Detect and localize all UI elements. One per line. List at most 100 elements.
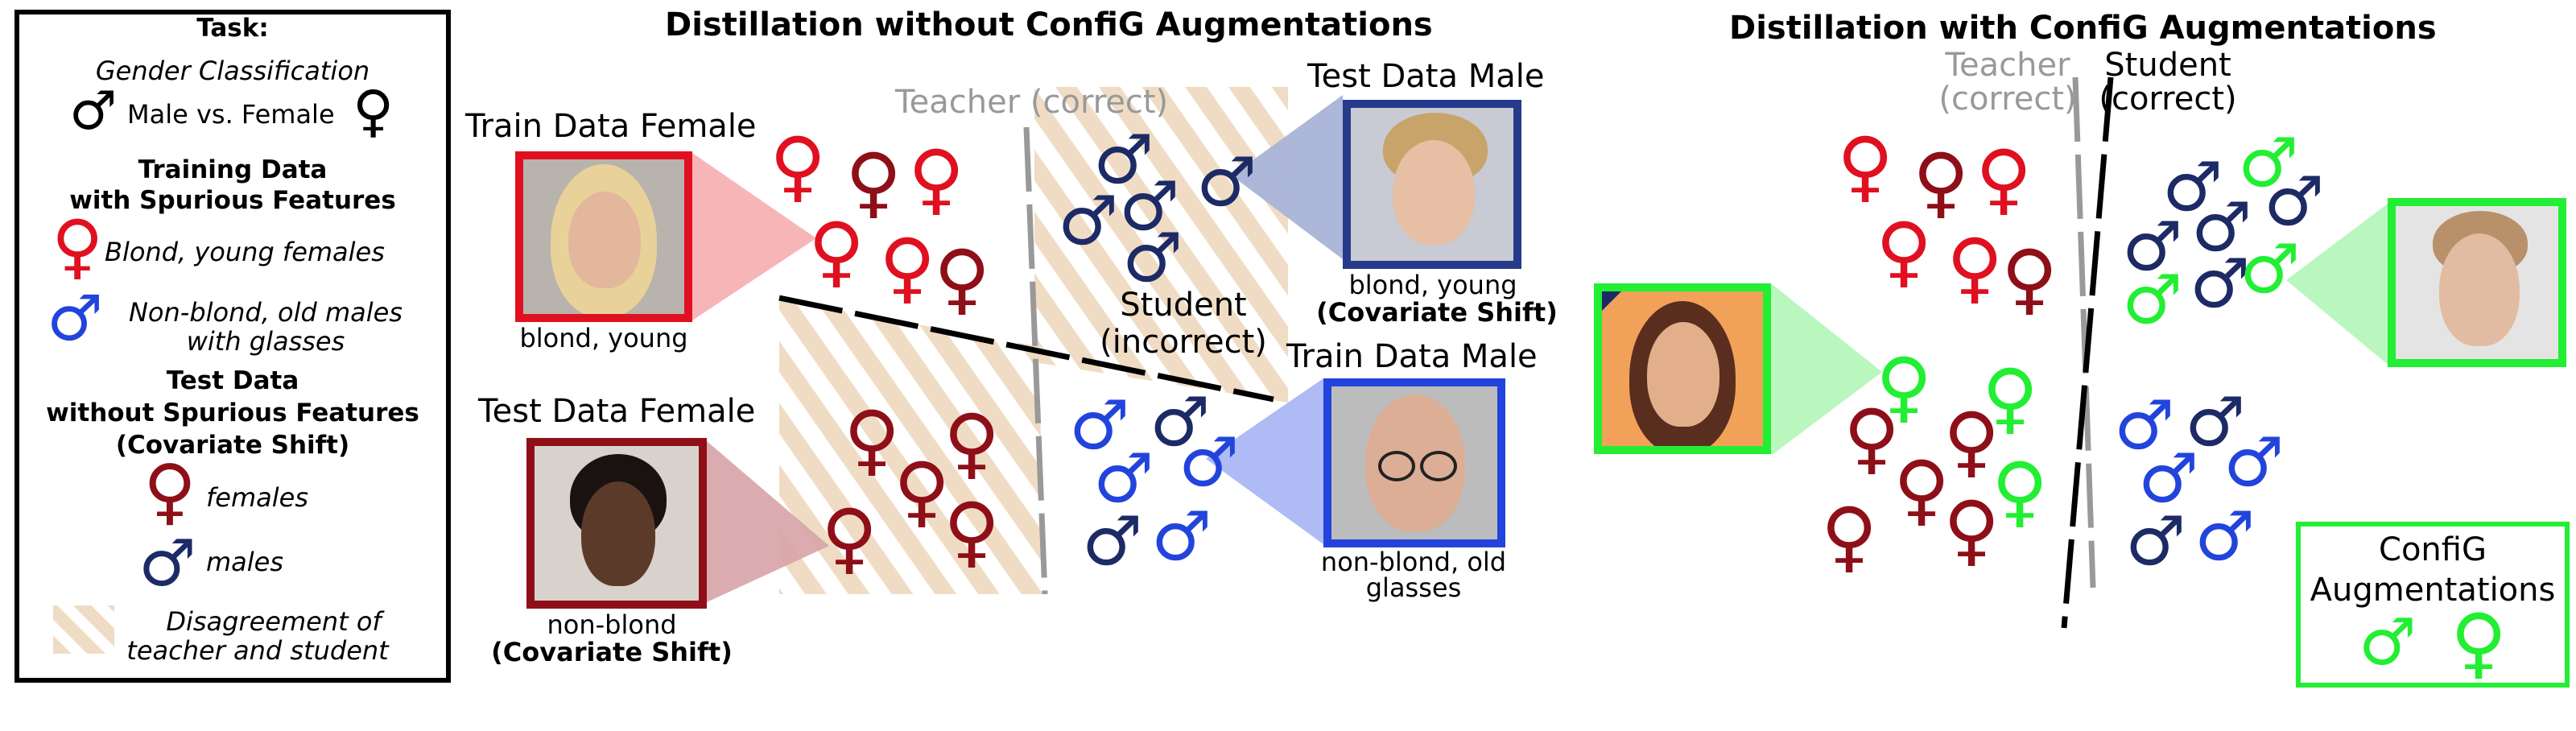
train-female-cone: [692, 153, 816, 320]
legend-train-male-desc-1: Non-blond, old males: [128, 297, 403, 328]
augment-male-cone: [2286, 201, 2391, 367]
female-point-icon: ♀: [1876, 206, 1933, 296]
male-point-icon: ♂: [2162, 147, 2223, 226]
train-male-photo: [1323, 378, 1505, 547]
female-point-icon: ♀: [1943, 485, 2000, 575]
female-point-icon: ♀: [770, 121, 827, 211]
legend-test-female-desc: females: [206, 482, 308, 513]
legend-training-title-2: with Spurious Features: [69, 186, 396, 215]
disagreement-region-bottom: [779, 299, 1045, 594]
right-panel-title: Distillation with ConfiG Augmentations: [1729, 10, 2437, 47]
right-student-label-1: Student: [2104, 47, 2231, 84]
male-point-icon: ♂: [1058, 181, 1119, 260]
female-point-icon: ♀: [879, 222, 936, 312]
male-point-icon: ♂: [2264, 162, 2325, 241]
test-female-photo: [526, 438, 707, 609]
left-student-label-1: Student: [1120, 287, 1247, 324]
male-point-icon: ♂: [1069, 386, 1130, 465]
male-point-icon: ♂: [1150, 382, 1211, 461]
legend-task-male: Male vs. Female: [127, 99, 335, 130]
female-point-icon: ♀: [1946, 222, 2004, 312]
male-point-icon: ♂: [2185, 382, 2246, 461]
test-female-label: Test Data Female: [478, 393, 756, 430]
female-symbol-icon: ♀: [353, 78, 394, 144]
female-point-icon: ♀: [943, 398, 1001, 488]
male-point-icon: ♂: [1122, 218, 1183, 297]
male-point-icon: ♂: [2125, 502, 2186, 580]
legend-test-title-1: Test Data: [166, 366, 299, 395]
test-female-caption-2: (Covariate Shift): [491, 637, 733, 667]
augment-male-icon: ♂: [2359, 605, 2417, 679]
augment-point-icon: ♂: [2122, 260, 2183, 339]
test-male-photo: [1343, 100, 1521, 269]
augment-female-icon: ♀: [2450, 597, 2508, 688]
legend-disagree-1: Disagreement of: [166, 606, 382, 637]
legend-train-male-desc-2: with glasses: [186, 326, 345, 357]
female-point-icon: ♀: [1843, 393, 1901, 483]
male-point-icon: ♂: [2114, 386, 2175, 465]
legend-box: [14, 10, 451, 683]
test-male-caption-2: (Covariate Shift): [1316, 297, 1558, 328]
student-boundary-line: [778, 295, 1274, 403]
left-teacher-label: Teacher (correct): [895, 84, 1169, 121]
train-male-cone: [1206, 378, 1323, 544]
augment-point-icon: ♂: [2238, 123, 2299, 202]
test-female-cone: [707, 441, 829, 602]
male-point-icon: ♂: [1196, 142, 1257, 221]
augment-female-cone: [1771, 283, 1882, 456]
male-point-icon: ♂: [2194, 497, 2256, 576]
male-point-icon: ♂: [1093, 120, 1154, 199]
train-female-caption: blond, young: [519, 323, 688, 353]
train-male-legend-icon: ♂: [47, 283, 103, 355]
male-point-icon: ♂: [1093, 439, 1154, 518]
legend-test-title-3: (Covariate Shift): [115, 431, 350, 460]
augment-point-icon: ♀: [1876, 341, 1933, 432]
male-point-icon: ♂: [1082, 502, 1143, 580]
female-point-icon: ♀: [1837, 121, 1894, 211]
test-male-caption-1: blond, young: [1348, 270, 1517, 300]
male-point-icon: ♂: [1119, 167, 1180, 246]
male-point-icon: ♂: [1179, 423, 1240, 502]
male-symbol-icon: ♂: [69, 80, 118, 142]
female-point-icon: ♀: [1893, 444, 1951, 535]
male-point-icon: ♂: [2191, 188, 2252, 266]
test-male-cone: [1232, 95, 1343, 259]
train-male-label: Train Data Male: [1286, 338, 1538, 375]
right-teacher-label-1: Teacher: [1945, 47, 2070, 84]
student-boundary-right: [2061, 76, 2114, 629]
augment-label-1: ConfiG: [2379, 531, 2487, 568]
test-male-legend-icon: ♂: [138, 526, 196, 601]
train-male-caption-1: non-blond, old: [1320, 547, 1507, 577]
hatch-legend-swatch: [53, 605, 114, 654]
legend-test-title-2: without Spurious Features: [46, 399, 419, 427]
left-student-label-2: (incorrect): [1100, 324, 1267, 361]
teacher-boundary-right: [2072, 76, 2096, 589]
female-point-icon: ♀: [1943, 396, 2000, 486]
right-student-label-2: (correct): [2099, 81, 2237, 118]
augment-female-photo: [1594, 283, 1771, 454]
augment-male-photo: [2388, 198, 2566, 367]
female-point-icon: ♀: [908, 134, 965, 224]
augment-point-icon: ♀: [1992, 446, 2049, 536]
male-point-icon: ♂: [2122, 207, 2183, 286]
female-point-icon: ♀: [845, 137, 902, 227]
test-male-label: Test Data Male: [1307, 58, 1545, 95]
test-female-legend-icon: ♀: [143, 449, 196, 534]
legend-task-title: Task:: [196, 14, 269, 43]
left-panel-title: Distillation without ConfiG Augmentation…: [665, 6, 1433, 43]
legend-train-female-desc: Blond, young females: [105, 237, 385, 267]
male-point-icon: ♂: [2223, 423, 2285, 502]
train-female-photo: [515, 151, 692, 322]
augment-point-icon: ♂: [2240, 229, 2301, 308]
legend-task-name: Gender Classification: [95, 56, 370, 86]
female-point-icon: ♀: [808, 206, 865, 296]
female-point-icon: ♀: [934, 233, 991, 324]
right-teacher-label-2: (correct): [1938, 81, 2077, 118]
female-point-icon: ♀: [1913, 137, 1970, 227]
augment-label-2: Augmentations: [2310, 572, 2556, 609]
legend-disagree-2: teacher and student: [126, 635, 389, 666]
disagreement-region-top: [1034, 87, 1288, 403]
female-point-icon: ♀: [821, 493, 878, 583]
teacher-boundary-line: [1023, 126, 1048, 595]
